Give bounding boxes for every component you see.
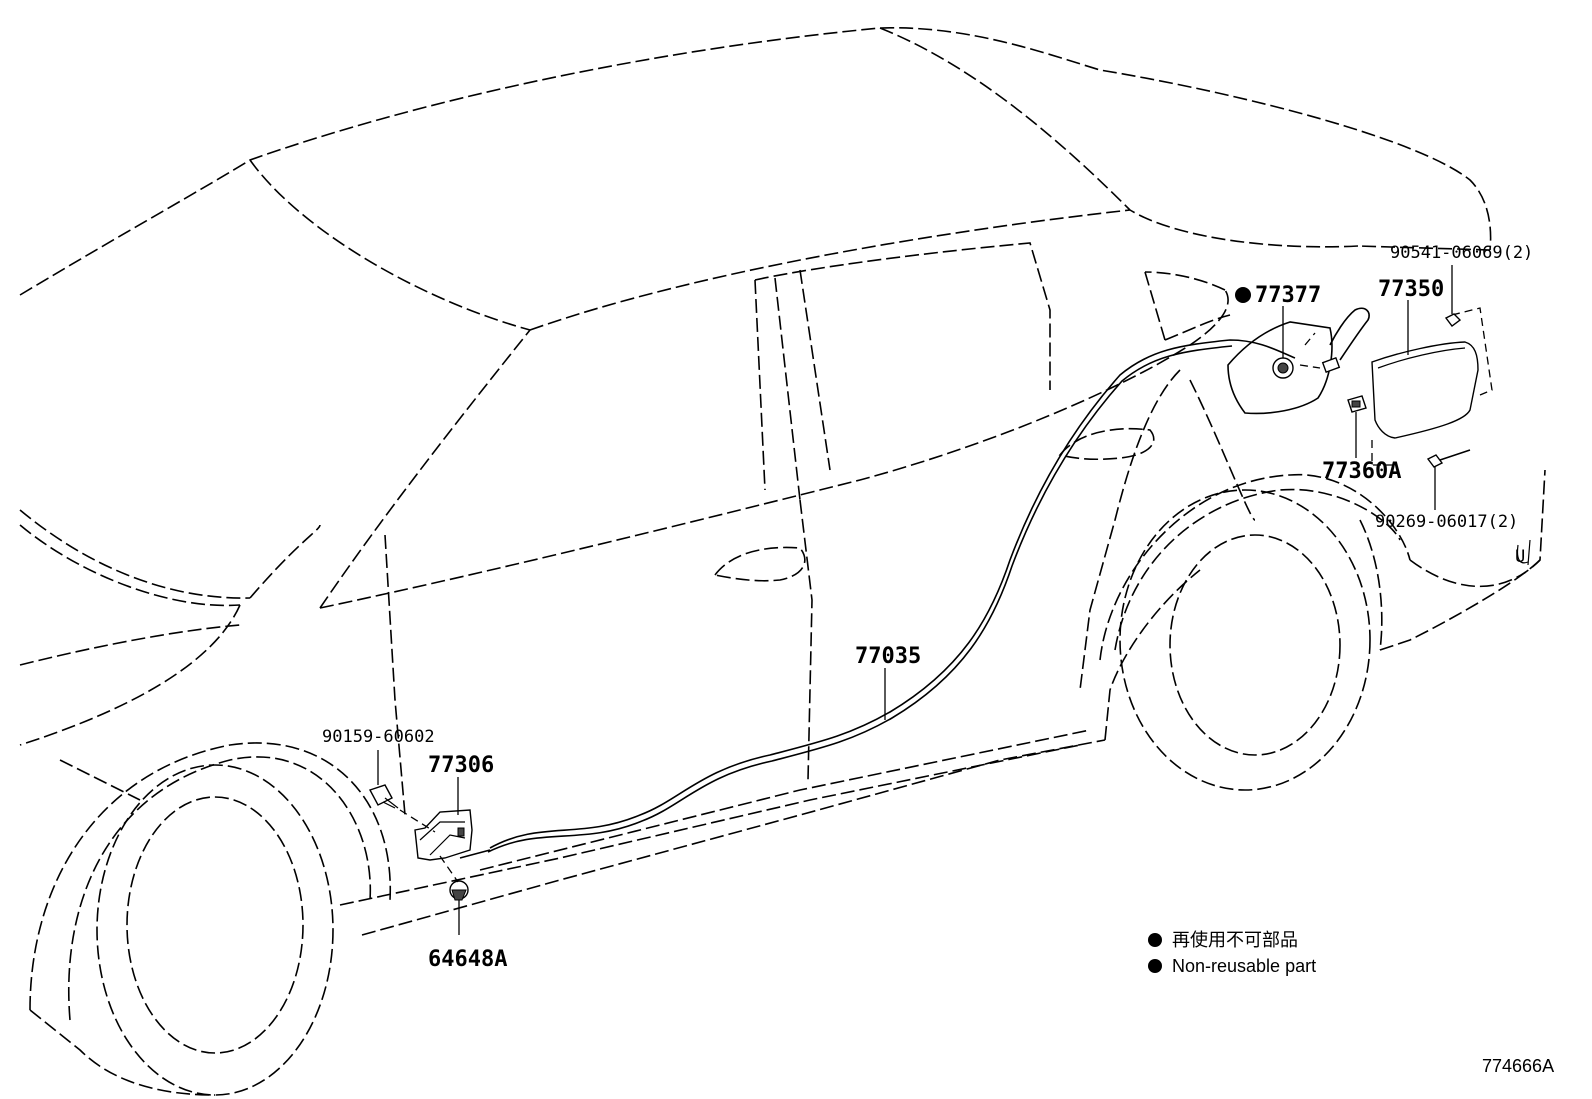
legend-bullet-1 (1148, 933, 1162, 947)
legend-text-japanese: 再使用不可部品 (1172, 930, 1298, 950)
label-77360a: 77360A (1322, 459, 1401, 484)
part-labels: 90541-06069(2) 77377 77350 77360A 90269-… (322, 243, 1533, 972)
label-77035: 77035 (855, 644, 921, 669)
clip-77360a (1347, 395, 1367, 413)
fuel-lid-cable (459, 339, 1296, 859)
label-64648a: 64648A (428, 947, 507, 972)
legend-text-english: Non-reusable part (1172, 956, 1316, 976)
fuel-lid-panel (1371, 341, 1479, 439)
leader-lines (377, 265, 1453, 935)
bolt-90159-60602 (368, 784, 399, 809)
fuel-lid-opener-lever (414, 809, 473, 861)
legend: 再使用不可部品 Non-reusable part (1148, 930, 1316, 976)
legend-bullet-2 (1148, 959, 1162, 973)
label-77306: 77306 (428, 753, 494, 778)
non-reusable-marker-77377 (1235, 287, 1251, 303)
assembly-line-clip (439, 855, 459, 883)
screw-90269-06017 (1426, 449, 1471, 468)
vehicle-body-outline (19, 27, 1546, 1096)
corner-mark: U (1515, 547, 1525, 567)
clip-64648a (449, 880, 469, 901)
label-90269-06017: 90269-06017(2) (1375, 512, 1518, 532)
label-77350: 77350 (1378, 277, 1444, 302)
assembly-frame-top (1451, 307, 1493, 396)
label-90159-60602: 90159-60602 (322, 727, 435, 747)
figure-id: 774666A (1482, 1056, 1554, 1076)
assembly-frame-bottom (1371, 440, 1398, 466)
label-90541-06069: 90541-06069(2) (1390, 243, 1533, 263)
nut-90541-06069 (1444, 313, 1462, 327)
assembly-line-bolt (399, 809, 436, 833)
fuel-filler-opening (1227, 321, 1333, 415)
lock-cable (1321, 307, 1370, 373)
label-77377: 77377 (1255, 283, 1321, 308)
